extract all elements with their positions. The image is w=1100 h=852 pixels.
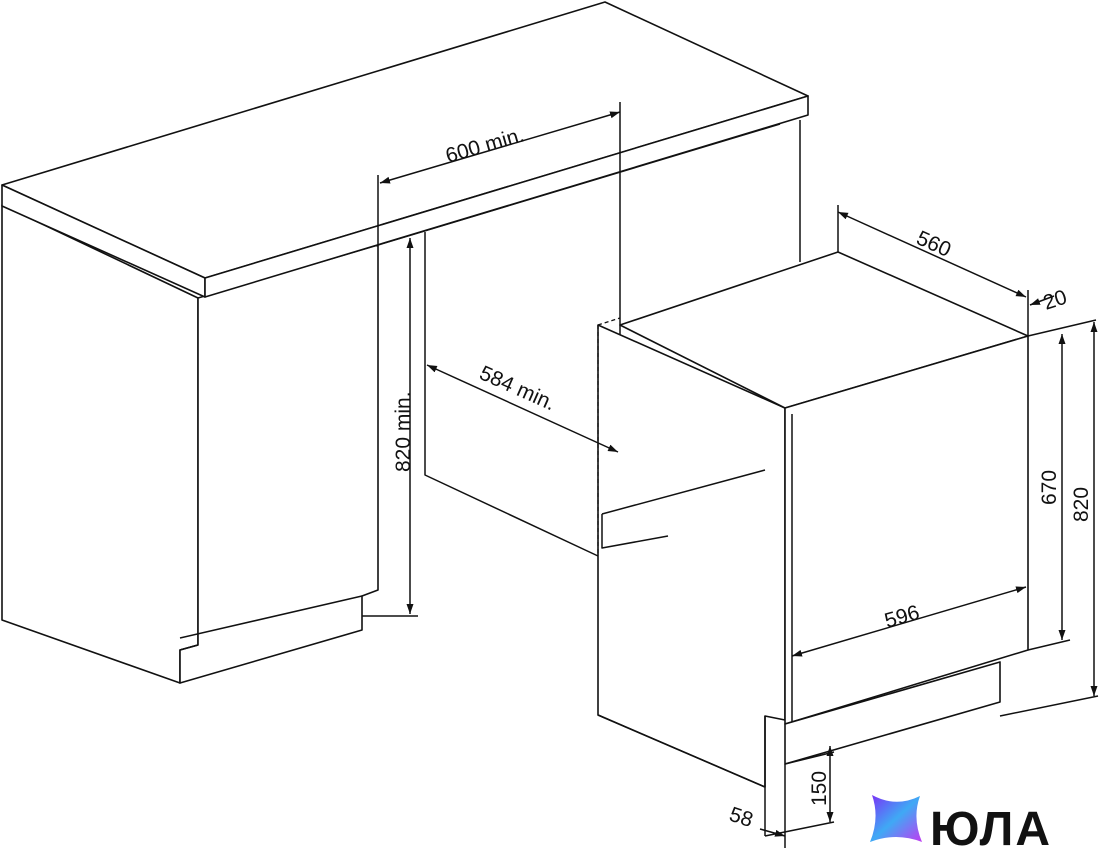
brand-wordmark: ЮЛА xyxy=(930,803,1052,852)
watermark: ЮЛА xyxy=(870,795,1052,852)
niche-back-edge xyxy=(377,123,781,246)
dim-line-58 xyxy=(759,828,786,837)
label-820min: 820 min. xyxy=(392,391,415,472)
label-150: 150 xyxy=(808,771,831,806)
yula-logo-icon xyxy=(870,795,922,842)
label-560: 560 xyxy=(913,227,954,262)
label-670: 670 xyxy=(1038,470,1061,505)
label-584min: 584 min. xyxy=(476,362,559,416)
side-step xyxy=(601,469,766,549)
dim-line-20 xyxy=(1029,295,1055,306)
dimension-lines xyxy=(362,102,1099,848)
dim-line-600min xyxy=(379,111,621,184)
dishwasher-foot xyxy=(597,714,766,836)
dim-line-560 xyxy=(837,211,1027,298)
cabinet-plinth-step xyxy=(179,595,363,651)
cabinet-left-front xyxy=(179,244,379,684)
niche-left-wall xyxy=(424,232,599,557)
label-820: 820 xyxy=(1070,487,1093,522)
label-58: 58 xyxy=(726,803,755,832)
dim-line-596 xyxy=(791,586,1027,657)
dishwasher xyxy=(597,251,1029,836)
dishwasher-plinth xyxy=(784,661,1001,765)
dim-line-584min xyxy=(426,364,619,453)
label-20: 20 xyxy=(1040,286,1069,315)
